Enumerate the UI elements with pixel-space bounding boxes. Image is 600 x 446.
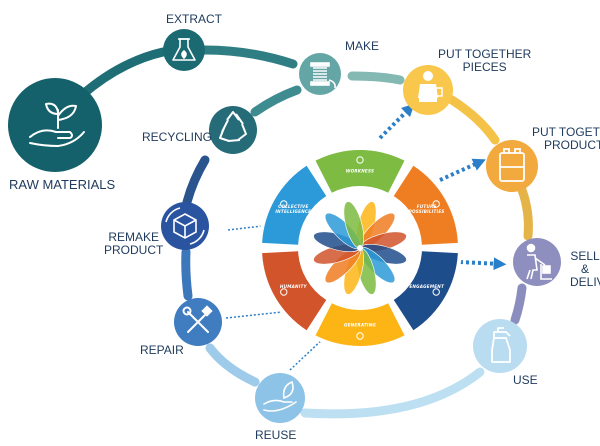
arrow-recycling-to-make: [250, 85, 302, 117]
hand-leaf-icon: [263, 380, 297, 412]
recycle-icon: [219, 111, 247, 142]
extract-label: EXTRACT: [166, 12, 223, 26]
wheel-segment-icon: [432, 288, 440, 296]
arrow-remake-to-recycling: [182, 155, 210, 207]
dotted-connector-pieces: [378, 103, 415, 140]
wheel-segment-engagement: [393, 251, 458, 331]
recycling-label: RECYCLING: [142, 130, 213, 144]
remake-product-label: REMAKE PRODUCT: [104, 231, 163, 257]
wheel-segment-label: ENGAGEMENT: [409, 284, 445, 289]
use-node: [473, 319, 527, 373]
arrow-pieces-to-products: [447, 95, 500, 145]
put-together-pieces-label: PUT TOGETHER PIECES: [438, 48, 531, 74]
wheel-segment-collective-intelligence: [262, 165, 327, 245]
sell-deliver-label: SELL & DELIVER: [570, 250, 600, 289]
battery-icon: [499, 148, 525, 182]
wheel-segment-label: HUMANITY: [280, 284, 308, 289]
wheel-segment-label: WORKNESS: [346, 169, 375, 174]
hand-sprout-icon: [29, 102, 85, 147]
dotted-connector-sell: [459, 257, 507, 271]
flower-center: [313, 201, 407, 295]
dotted-connector-repair: [225, 311, 283, 319]
sell-deliver-line2: &: [580, 262, 589, 276]
wheel-segment-icon: [356, 332, 364, 340]
repair-node: [174, 298, 222, 346]
raw-materials-label: RAW MATERIALS: [9, 177, 116, 192]
arrow-reuse-to-repair: [205, 343, 260, 387]
reuse-node: [255, 373, 305, 423]
dotted-connector-remake: [227, 225, 263, 231]
remake-product-line1: REMAKE: [108, 230, 160, 244]
make-label: MAKE: [345, 39, 380, 53]
spray-bottle-icon: [491, 327, 511, 363]
put-together-pieces-node: [403, 65, 453, 115]
put-together-products-line1: PUT TOGETHER: [532, 126, 600, 139]
wheel-segment-icon: [432, 200, 440, 208]
wheel-segment-workness: [315, 150, 405, 193]
put-together-pieces-line2: PIECES: [462, 60, 507, 74]
flask-icon: [172, 38, 196, 61]
arrow-products-to-sell: [517, 185, 533, 241]
wheel-segment-icon: [280, 200, 288, 208]
dotted-connector-products: [439, 158, 486, 182]
use-label: USE: [513, 373, 538, 387]
raw-materials-node: [8, 78, 102, 172]
extract-node: [163, 29, 205, 71]
wheel-segment-future-possibilities: [393, 165, 458, 245]
repair-label: REPAIR: [140, 343, 184, 357]
sell-deliver-node: [513, 238, 561, 286]
remake-product-line2: PRODUCT: [104, 243, 164, 257]
recycling-node: [209, 106, 257, 154]
wheel-segment-label: GENERATING: [344, 323, 376, 328]
arrow-repair-to-remake: [181, 247, 193, 301]
flower-core: [357, 245, 363, 251]
worker-icon: [418, 71, 443, 102]
spool-icon: [310, 62, 336, 89]
wheel-segment-humanity: [262, 251, 327, 331]
arrow-extract-to-make: [200, 45, 298, 69]
wrench-screwdriver-icon: [182, 305, 213, 333]
box-cycle-icon: [165, 207, 205, 245]
arrow-make-to-pieces: [347, 71, 405, 85]
sell-deliver-line1: SELL: [570, 250, 600, 263]
wheel-segment-icon: [280, 288, 288, 296]
reuse-label: REUSE: [255, 428, 297, 442]
make-node: [299, 53, 341, 95]
arrow-sell-to-use: [510, 283, 527, 325]
wheel-segment-icon: [356, 156, 364, 164]
arrow-use-to-reuse: [300, 367, 485, 419]
arrow-raw-to-extract: [77, 47, 168, 100]
put-together-pieces-line1: PUT TOGETHER: [438, 47, 532, 61]
sell-deliver-line3: DELIVER: [570, 275, 600, 289]
wheel-segment-generating: [315, 303, 405, 346]
put-together-products-node: [486, 140, 538, 192]
remake-product-node: [161, 202, 209, 250]
delivery-person-icon: [526, 243, 552, 280]
